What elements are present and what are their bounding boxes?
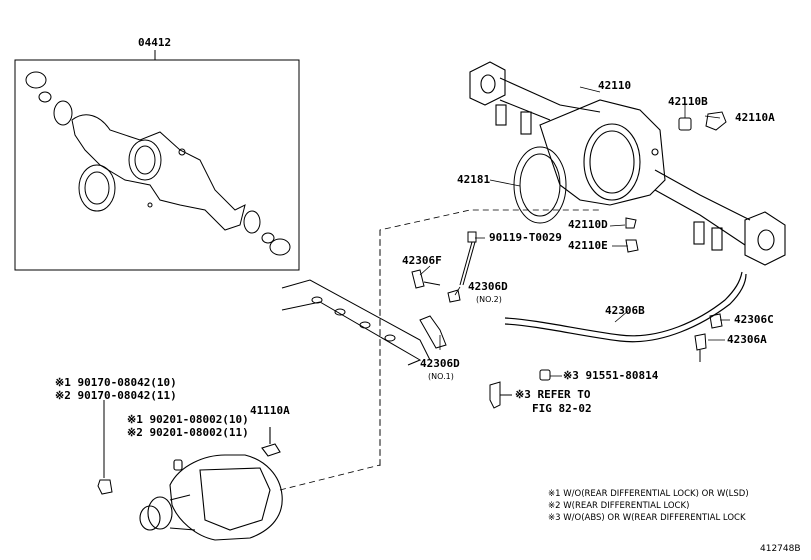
axle-housing — [469, 61, 786, 266]
label-42110A: 42110A — [735, 111, 775, 124]
hose — [504, 271, 747, 343]
label-42110D: 42110D — [568, 218, 608, 231]
hose-fittings — [694, 313, 723, 362]
label-42306D-no1: 42306D — [420, 357, 460, 370]
label-42306D-no1-sub: (NO.1) — [428, 372, 454, 381]
frame-rail — [281, 279, 431, 366]
figure-id: 412748B — [760, 544, 801, 554]
label-3refer: ※3 REFER TO — [515, 388, 591, 401]
label-fig-ref: FIG 82-02 — [532, 402, 592, 415]
label-290170: ※2 90170-08042(11) — [55, 389, 177, 402]
leader-lines — [419, 86, 730, 377]
label-42306F: 42306F — [402, 254, 442, 267]
bolt-90119 — [459, 231, 477, 286]
label-42306B: 42306B — [605, 304, 645, 317]
label-391551: ※3 91551-80814 — [563, 369, 659, 382]
label-04412: 04412 — [138, 36, 172, 49]
label-190170: ※1 90170-08042(10) — [55, 376, 177, 389]
brackets — [411, 269, 461, 349]
label-90119: 90119-T0029 — [489, 231, 562, 244]
label-290201: ※2 90201-08002(11) — [127, 426, 249, 439]
label-42306D-no2: 42306D — [468, 280, 508, 293]
label-42306C: 42306C — [734, 313, 774, 326]
label-42306A: 42306A — [727, 333, 767, 346]
label-42306D-no2-sub: (NO.2) — [476, 295, 502, 304]
footnote-3: ※3 W/O(ABS) OR W(REAR DIFFERENTIAL LOCK — [548, 513, 746, 523]
footnote-2: ※2 W(REAR DIFFERENTIAL LOCK) — [548, 501, 690, 511]
plugs — [625, 111, 727, 253]
dashed-reference-lines — [279, 209, 600, 491]
differential-carrier — [139, 427, 283, 541]
label-190201: ※1 90201-08002(10) — [127, 413, 249, 426]
label-42110: 42110 — [598, 79, 632, 92]
gasket-kit-box — [14, 50, 300, 271]
label-41110A: 41110A — [250, 404, 290, 417]
drain-bolt — [97, 400, 113, 495]
label-42110E: 42110E — [568, 239, 608, 252]
refer-bracket — [489, 369, 551, 409]
carrier-gasket — [513, 146, 567, 224]
footnote-1: ※1 W/O(REAR DIFFERENTIAL LOCK) OR W(LSD) — [548, 489, 749, 499]
label-42181: 42181 — [457, 173, 491, 186]
label-42110B: 42110B — [668, 95, 708, 108]
